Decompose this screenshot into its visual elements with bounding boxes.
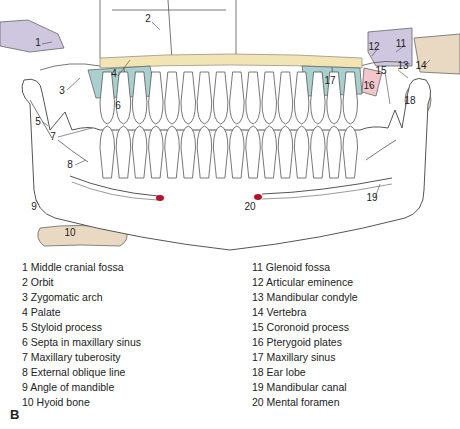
lower-tooth <box>165 126 180 178</box>
key-entry: 16 Pterygoid plates <box>252 337 342 348</box>
key-entry: 1 Middle cranial fossa <box>22 262 124 273</box>
callout-number: 10 <box>64 228 75 238</box>
key-entry: 3 Zygomatic arch <box>22 292 103 303</box>
callout-number: 5 <box>35 117 41 127</box>
lower-tooth <box>230 126 245 178</box>
lower-tooth <box>197 126 212 178</box>
key-entry: 19 Mandibular canal <box>252 382 347 393</box>
key-entry: 17 Maxillary sinus <box>252 352 335 363</box>
lower-tooth <box>246 126 260 178</box>
key-entry: 14 Vertebra <box>252 307 306 318</box>
upper-tooth <box>116 72 131 124</box>
key-entry: 20 Mental foramen <box>252 397 340 408</box>
mandibular-canal <box>70 176 392 196</box>
upper-tooth <box>132 72 147 124</box>
vertebra-shape <box>414 34 460 74</box>
key-entry: 18 Ear lobe <box>252 367 306 378</box>
callout-number: 17 <box>324 76 335 86</box>
upper-tooth <box>100 72 115 124</box>
lower-tooth <box>278 126 293 178</box>
upper-tooth <box>181 72 196 124</box>
callout-number: 16 <box>363 81 374 91</box>
mental-foramen <box>254 194 262 200</box>
callout-number: 3 <box>59 86 65 96</box>
key-entry: 5 Styloid process <box>22 322 102 333</box>
upper-tooth <box>165 72 180 124</box>
upper-tooth <box>149 72 164 124</box>
key-entry: 15 Coronoid process <box>252 322 349 333</box>
cranial-fossa-shape <box>0 20 64 52</box>
upper-tooth <box>311 72 326 124</box>
callout-number: 11 <box>396 39 406 49</box>
lower-tooth <box>294 126 309 178</box>
lower-tooth <box>132 126 147 178</box>
key-entry: 4 Palate <box>22 307 61 318</box>
lower-tooth <box>262 126 277 178</box>
callout-number: 19 <box>366 193 377 203</box>
callout-number: 14 <box>415 61 426 71</box>
lower-tooth <box>149 126 164 178</box>
lower-tooth <box>181 126 196 178</box>
palate-band <box>100 54 362 68</box>
teeth <box>100 72 358 178</box>
callout-number: 20 <box>244 202 255 212</box>
key-entry: 7 Maxillary tuberosity <box>22 352 121 363</box>
callout-number: 8 <box>67 160 73 170</box>
callout-number: 13 <box>397 61 408 71</box>
callout-number: 15 <box>375 66 386 76</box>
leader-line <box>36 22 430 205</box>
callout-number: 12 <box>368 42 379 52</box>
mental-foramen <box>156 195 164 201</box>
mandibular-canal <box>72 182 392 200</box>
lower-tooth <box>327 126 342 178</box>
callout-number: 18 <box>404 96 415 106</box>
lower-tooth <box>311 126 326 178</box>
callout-number: 6 <box>115 101 121 111</box>
callout-number: 4 <box>111 69 117 79</box>
key-entry: 9 Angle of mandible <box>22 382 114 393</box>
key-entry: 11 Glenoid fossa <box>252 262 330 273</box>
upper-tooth <box>262 72 277 124</box>
lower-tooth <box>343 126 358 178</box>
key-entry: 8 External oblique line <box>22 367 125 378</box>
upper-tooth <box>294 72 309 124</box>
upper-tooth <box>246 72 260 124</box>
key-entry: 13 Mandibular condyle <box>252 292 358 303</box>
lower-tooth <box>213 126 228 178</box>
key-entry: 2 Orbit <box>22 277 54 288</box>
orbit-lines <box>100 0 236 60</box>
key-entry: 10 Hyoid bone <box>22 397 90 408</box>
callout-number: 7 <box>50 132 56 142</box>
callout-number: 2 <box>145 14 151 24</box>
lower-tooth <box>116 126 131 178</box>
panel-letter: B <box>10 408 19 421</box>
callout-number: 1 <box>35 38 41 48</box>
upper-tooth <box>197 72 212 124</box>
callout-number: 9 <box>31 202 37 212</box>
key-entry: 12 Articular eminence <box>252 277 353 288</box>
upper-tooth <box>278 72 293 124</box>
key-entry: 6 Septa in maxillary sinus <box>22 337 141 348</box>
upper-tooth <box>213 72 228 124</box>
upper-tooth <box>230 72 245 124</box>
upper-tooth <box>343 72 358 124</box>
lower-tooth <box>100 126 115 178</box>
